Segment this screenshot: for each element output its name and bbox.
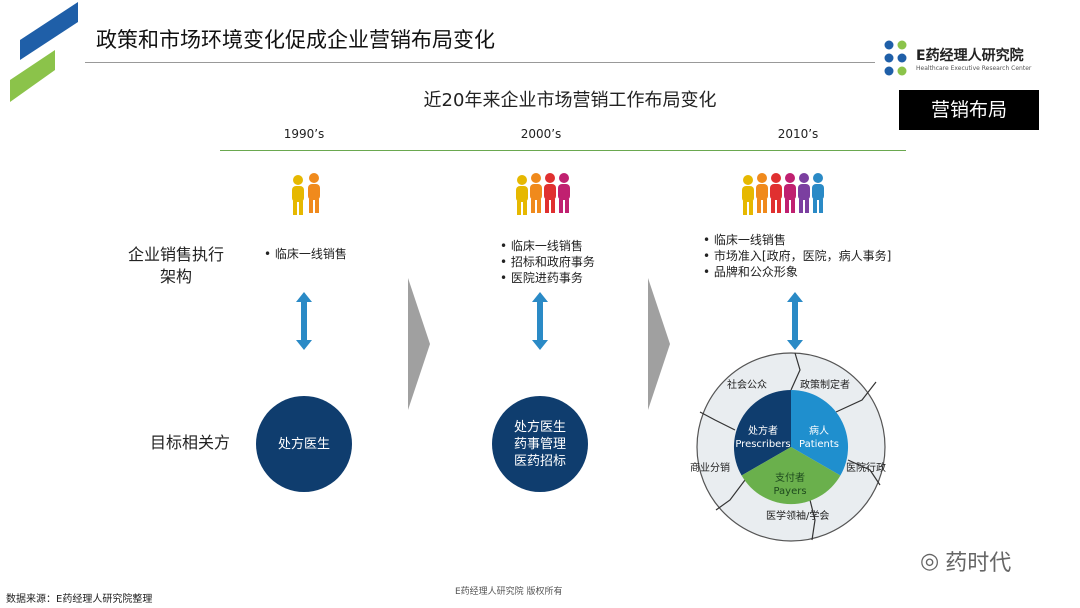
watermark: ◎ 药时代 <box>920 545 1011 577</box>
execution-list-2010s: 临床一线销售 市场准入[政府，医院，病人事务] 品牌和公众形象 <box>703 232 891 280</box>
corner-decoration <box>10 2 78 102</box>
page-title: 政策和市场环境变化促成企业营销布局变化 <box>96 28 495 52</box>
logo-dots-icon <box>884 40 907 76</box>
target-text: 药事管理 <box>513 436 566 452</box>
list-item: 医院进药事务 <box>500 270 595 286</box>
execution-list-2000s: 临床一线销售 招标和政府事务 医院进药事务 <box>500 238 595 286</box>
section-tag: 营销布局 <box>899 90 1039 130</box>
wheel-ring-policymakers: 政策制定者 <box>800 380 850 391</box>
data-source: 数据来源：E药经理人研究院整理 <box>6 594 153 605</box>
list-item: 品牌和公众形象 <box>703 264 891 280</box>
list-item: 临床一线销售 <box>703 232 891 248</box>
people-icon-2000s <box>516 173 570 215</box>
execution-list-1990s: 临床一线销售 <box>264 246 347 262</box>
watermark-text: 药时代 <box>945 551 1012 576</box>
wheel-ring-public: 社会公众 <box>727 380 767 391</box>
logo: E药经理人研究院 Healthcare Executive Research C… <box>884 40 1031 76</box>
row-label-targets: 目标相关方 <box>149 433 230 452</box>
diagram-subtitle: 近20年来企业市场营销工作布局变化 <box>423 90 717 111</box>
target-text: 处方医生 <box>277 436 330 452</box>
title-divider <box>85 62 875 63</box>
decade-2000s: 2000’s <box>520 127 562 141</box>
row-label-execution: 企业销售执行架构 <box>127 245 224 286</box>
chevron-arrow-icon <box>408 278 430 410</box>
target-text: 处方医生 <box>513 419 566 435</box>
timeline-line <box>220 150 906 151</box>
wechat-icon: ◎ <box>920 548 940 574</box>
double-arrow-icon <box>787 292 803 350</box>
double-arrows <box>296 292 803 350</box>
wheel-ring-kol: 医学领袖/学会 <box>766 511 830 522</box>
list-item: 临床一线销售 <box>264 246 347 262</box>
wheel-ring-hospital-admin: 医院行政 <box>846 463 886 474</box>
list-item: 招标和政府事务 <box>500 254 595 270</box>
decade-1990s: 1990’s <box>283 127 325 141</box>
double-arrow-icon <box>532 292 548 350</box>
wheel-ring-distribution: 商业分销 <box>690 463 730 474</box>
stakeholder-wheel <box>696 352 886 542</box>
copyright: E药经理人研究院 版权所有 <box>455 587 563 597</box>
logo-english: Healthcare Executive Research Center <box>916 64 1032 72</box>
people-icon-2010s <box>742 173 824 215</box>
target-text: 医药招标 <box>513 453 566 469</box>
chevron-arrow-icon <box>648 278 670 410</box>
list-item: 市场准入[政府，医院，病人事务] <box>703 248 891 264</box>
double-arrow-icon <box>296 292 312 350</box>
list-item: 临床一线销售 <box>500 238 595 254</box>
people-icon-1990s <box>292 173 320 215</box>
target-circle-1990s: 处方医生 <box>256 396 352 492</box>
logo-name: E药经理人研究院 <box>916 47 1024 64</box>
target-circle-2000s: 处方医生 药事管理 医药招标 <box>492 396 588 492</box>
decade-2010s: 2010’s <box>777 127 819 141</box>
